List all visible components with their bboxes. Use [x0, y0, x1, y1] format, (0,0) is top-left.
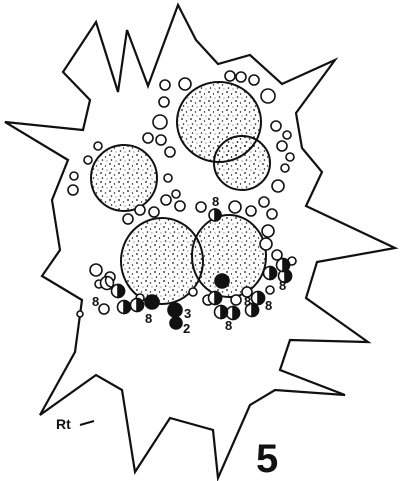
- label-granule-3: 8: [212, 194, 219, 209]
- label-granule-5: 2: [183, 321, 190, 336]
- label-granule-2: 8: [145, 311, 152, 326]
- label-granule-9: 8: [279, 278, 286, 293]
- label-granule-4: 3: [184, 306, 191, 321]
- label-granule-7: 8: [244, 294, 251, 309]
- nucleus-left: [91, 145, 157, 211]
- label-granule-8: 8: [265, 298, 272, 313]
- pointer-label: Rt: [56, 416, 71, 432]
- label-granule-6: 8: [225, 318, 232, 333]
- plate-number: 5: [256, 437, 278, 481]
- label-granule-1: 8: [92, 294, 99, 309]
- pointer-arrow: [80, 421, 94, 425]
